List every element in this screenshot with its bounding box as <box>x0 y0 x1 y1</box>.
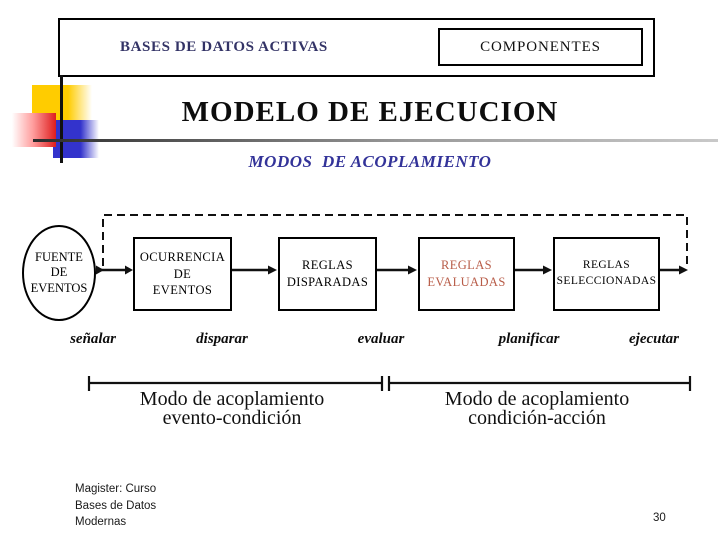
components-badge: COMPONENTES <box>438 28 643 66</box>
mode-label-line2: condición-acción <box>468 407 606 429</box>
decoration-horizontal-rule <box>33 139 718 142</box>
verb-senalar: señalar <box>70 331 116 347</box>
footer-credit: Magister: Curso Bases de Datos Modernas <box>75 481 156 531</box>
footer-line: Magister: Curso <box>75 483 157 495</box>
stage-box-reglas-disparadas: REGLAS DISPARADAS <box>278 237 377 311</box>
arrow-evaluadas-to-seleccionadas <box>515 265 552 275</box>
verb-ejecutar: ejecutar <box>629 331 679 347</box>
mode-label-line2: evento-condición <box>162 407 302 429</box>
arrow-seleccionadas-to-feedback <box>660 265 688 275</box>
stage-box-ocurrencia-de-eventos: OCURRENCIA DE EVENTOS <box>133 237 232 311</box>
mode-label-line1: Modo de acoplamiento <box>444 388 630 410</box>
arrow-source-to-occurrence <box>96 265 133 275</box>
course-title: BASES DE DATOS ACTIVAS <box>120 39 328 55</box>
verb-disparar: disparar <box>196 331 248 347</box>
stage-box-reglas-evaluadas: REGLAS EVALUADAS <box>418 237 515 311</box>
verb-evaluar: evaluar <box>357 331 405 347</box>
mode-label-event-condition: Modo de acoplamiento evento-condición <box>82 388 382 429</box>
arrow-disparadas-to-evaluadas <box>377 265 417 275</box>
mode-label-line1: Modo de acoplamiento <box>139 388 325 410</box>
verb-planificar: planificar <box>498 331 560 347</box>
page-number: 30 <box>653 512 666 524</box>
page-subtitle: MODOS DE ACOPLAMIENTO <box>248 152 492 171</box>
arrow-occurrence-to-disparadas <box>232 265 277 275</box>
mode-label-condition-action: Modo de acoplamiento condición-acción <box>387 388 687 429</box>
stage-box-reglas-seleccionadas: REGLAS SELECCIONADAS <box>553 237 660 311</box>
footer-line: Modernas <box>75 516 127 528</box>
footer-line: Bases de Datos <box>75 499 157 512</box>
page-title: MODELO DE EJECUCION <box>181 96 559 128</box>
event-source-ellipse: FUENTE DE EVENTOS <box>22 225 96 321</box>
decoration-vertical-line <box>60 75 63 163</box>
